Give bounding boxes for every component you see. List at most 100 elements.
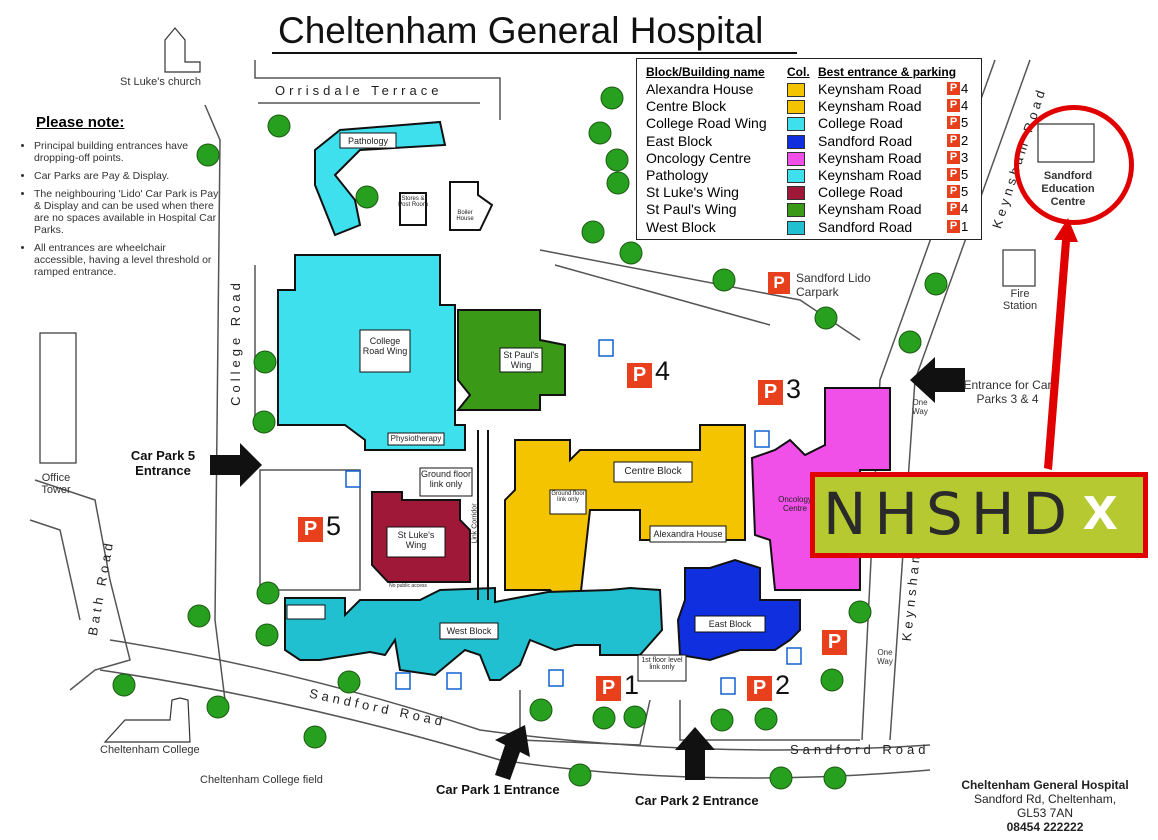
east-block-building	[676, 558, 801, 662]
legend-entrance: Keynsham Road	[818, 81, 922, 97]
address-line1: Sandford Rd, Cheltenham,	[973, 792, 1117, 806]
tree	[112, 673, 136, 697]
legend-colour-swatch	[787, 83, 805, 97]
nhshd-logo-text: NHSHD	[823, 480, 1076, 548]
tree	[568, 763, 592, 787]
staff-parking-icon: P	[822, 630, 847, 655]
address-block: Cheltenham General Hospital Sandford Rd,…	[940, 778, 1150, 834]
legend-col-colour: Col.	[787, 65, 810, 79]
boiler-label: Boiler House	[456, 210, 474, 222]
parking-icon: P	[947, 185, 960, 199]
car-park-3-number: 3	[786, 374, 802, 404]
lido-carpark-label: Sandford Lido Carpark	[796, 271, 871, 299]
legend-building-name: Alexandra House	[646, 81, 754, 97]
trees	[112, 86, 948, 790]
legend-building-name: East Block	[646, 132, 713, 149]
parking-icon: P	[947, 116, 960, 130]
legend-col-entrance: Best entrance & parking	[818, 65, 957, 79]
car-park-1-number: 1	[624, 670, 640, 700]
wheelchair-icon	[720, 677, 736, 695]
car-park-4-number: 4	[655, 356, 671, 386]
wheelchair-icon	[598, 339, 614, 357]
wheelchair-icon	[345, 470, 361, 488]
legend-building-name: Centre Block	[646, 98, 727, 115]
cp34-arrow	[910, 357, 965, 403]
cp5-arrow	[210, 443, 262, 487]
sandford-road-label-right: Sandford Road	[790, 742, 930, 757]
tree	[256, 581, 280, 605]
legend-car-park-number: 5	[961, 184, 969, 200]
entrance-arrows	[210, 218, 1078, 780]
wheelchair-icon	[395, 672, 411, 690]
one-way-label-bottom: One Way	[877, 648, 893, 666]
legend-entrance: Keynsham Road	[818, 167, 922, 183]
legend-entrance: Keynsham Road	[818, 98, 922, 115]
tree	[355, 185, 379, 209]
title-underline	[272, 52, 797, 54]
link-corridor	[477, 430, 489, 600]
parking-icon: P	[947, 168, 960, 181]
tree	[253, 350, 277, 374]
legend-entrance: College Road	[818, 184, 903, 201]
parking-icon: P	[947, 150, 960, 164]
cp2-arrow	[675, 727, 715, 780]
parking-icon: P	[947, 99, 960, 113]
centre-block-label: Centre Block	[624, 466, 682, 477]
tree	[337, 670, 361, 694]
cp1-arrow	[495, 725, 530, 780]
legend-building-name: Pathology	[646, 167, 709, 183]
legend-building-name: West Block	[646, 218, 716, 235]
legend-car-park-number: 3	[961, 149, 969, 165]
nhshd-logo-x: x	[1083, 474, 1118, 543]
map-title: Cheltenham General Hospital	[278, 10, 764, 51]
st-pauls-label: St Paul's Wing	[503, 350, 539, 370]
legend-car-park-number: 1	[961, 218, 969, 234]
office-tower-drawing	[39, 332, 77, 464]
legend-col-building: Block/Building name	[646, 65, 765, 79]
legend-car-park-number: 5	[961, 167, 969, 182]
tree	[769, 766, 793, 790]
legend-car-park-number: 4	[961, 98, 969, 114]
car-park-5-icon: P	[298, 517, 323, 542]
legend-building-name: College Road Wing	[646, 115, 767, 132]
stores-label: Stores & Post Room	[398, 196, 428, 208]
st-lukes-church-label: St Luke's church	[120, 76, 201, 88]
ground-link-label-2: Ground floor link only	[551, 491, 585, 503]
legend-colour-swatch	[787, 203, 805, 218]
parking-icon: P	[947, 133, 960, 147]
college-road-label: College Road	[227, 279, 243, 406]
nhshd-badge: NHSHD x	[810, 472, 1148, 558]
legend-car-park-number: 5	[961, 115, 969, 131]
address-phone: 08454 222222	[1006, 820, 1084, 834]
legend-entrance: Keynsham Road	[818, 201, 922, 218]
tree	[623, 705, 647, 729]
legend-building-name: Oncology Centre	[646, 149, 752, 166]
sec-red-arrow	[1044, 218, 1078, 470]
parking-icon: P	[947, 219, 960, 233]
legend-entrance: Sandford Road	[818, 218, 913, 235]
tree	[255, 623, 279, 647]
legend-entrance: Sandford Road	[818, 132, 913, 149]
wheelchair-icon	[446, 672, 462, 690]
note-item: The neighbouring 'Lido' Car Park is Pay …	[34, 188, 219, 236]
legend-entrance: Keynsham Road	[818, 149, 922, 166]
orrisdale-terrace-road	[254, 60, 501, 120]
stores-building	[399, 192, 427, 226]
education-centre-highlight	[1014, 105, 1134, 225]
note-item: Car Parks are Pay & Display.	[34, 170, 219, 182]
tree	[710, 708, 734, 732]
fire-station-label: Fire Station	[1002, 288, 1038, 312]
legend-colour-swatch	[787, 220, 805, 235]
address-line2: GL53 7AN	[1016, 806, 1074, 820]
pathology-label: Pathology	[347, 136, 389, 146]
cheltenham-college-label: Cheltenham College	[100, 744, 200, 756]
building-label-boxes	[286, 132, 766, 682]
address-name: Cheltenham General Hospital	[961, 778, 1129, 792]
tree	[606, 171, 630, 195]
